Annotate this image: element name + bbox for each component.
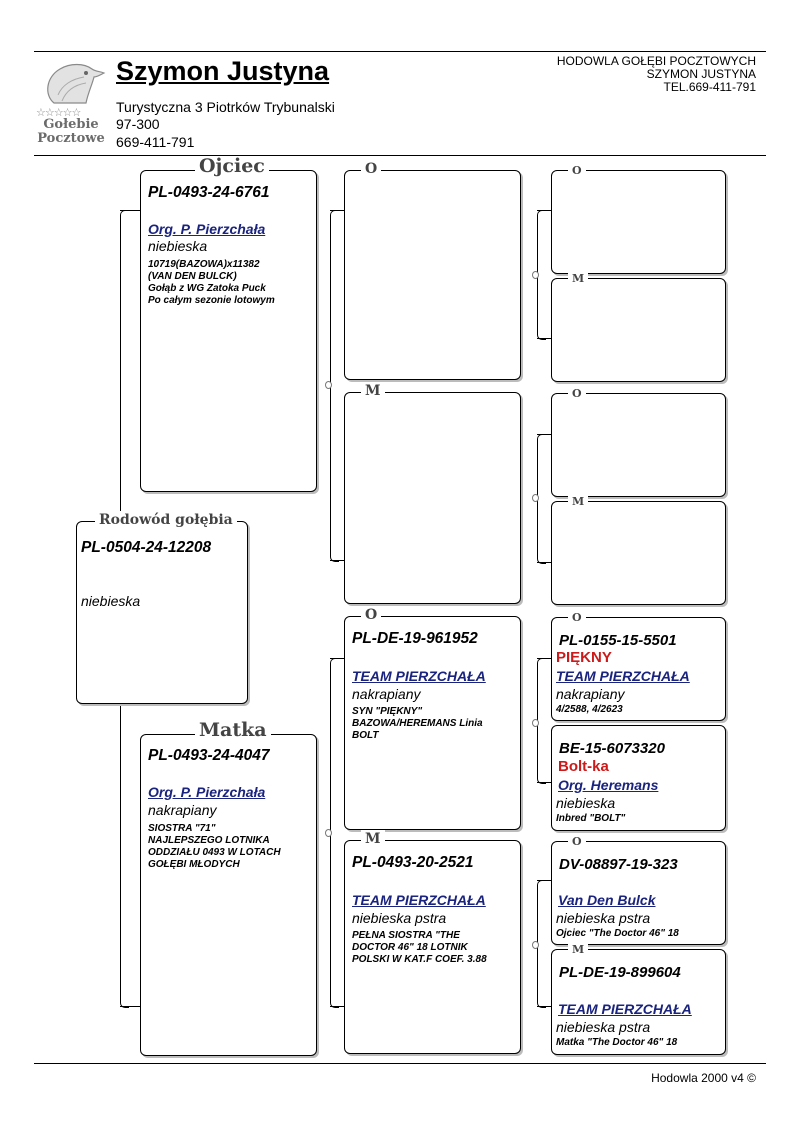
father-color: niebieska (148, 238, 208, 254)
maternal-grandmother-title: M (361, 830, 385, 848)
fmm-card: M (551, 493, 726, 605)
connector-node (325, 381, 332, 389)
maternal-grandmother-notes: PEŁNA SIOSTRA "THE DOCTOR 46" 18 LOTNIK … (352, 930, 487, 965)
mmm-card: M PL-DE-19-899604 TEAM PIERZCHAŁA niebie… (551, 941, 726, 1055)
maternal-grandfather-owner-link[interactable]: TEAM PIERZCHAŁA (352, 668, 486, 684)
address-postcode: 97-300 (116, 116, 160, 132)
subject-card: Rodowód gołębia PL-0504-24-12208 niebies… (76, 511, 248, 704)
ffm-title: M (568, 270, 589, 288)
breeder-title: HODOWLA GOŁĘBI POCZTOWYCH (556, 54, 756, 68)
mmf-title: O (568, 833, 586, 851)
owner-name: Szymon Justyna (116, 56, 330, 86)
mff-nickname: PIĘKNY (556, 649, 612, 666)
mff-title: O (568, 609, 586, 627)
father-notes: 10719(BAZOWA)x11382 (VAN DEN BULCK) Gołą… (148, 259, 275, 306)
mff-card: O PL-0155-15-5501 PIĘKNY TEAM PIERZCHAŁA… (551, 609, 726, 721)
mmm-ring: PL-DE-19-899604 (559, 964, 681, 981)
father-title: Ojciec (195, 157, 269, 176)
paternal-grandmother-title: M (361, 382, 385, 400)
mother-color: nakrapiany (148, 802, 217, 818)
mff-notes: 4/2588, 4/2623 (556, 704, 623, 715)
maternal-grandfather-card: O PL-DE-19-961952 TEAM PIERZCHAŁA nakrap… (344, 606, 521, 830)
paternal-grandfather-title: O (361, 160, 382, 178)
subject-title: Rodowód gołębia (95, 511, 237, 529)
mmf-owner-link[interactable]: Van Den Bulck (558, 892, 656, 908)
maternal-grandmother-owner-link[interactable]: TEAM PIERZCHAŁA (352, 892, 486, 908)
footer-rule (34, 1063, 766, 1064)
mmm-title: M (568, 941, 589, 959)
header-bottom-rule (34, 155, 766, 156)
paternal-grandfather-card: O (344, 160, 521, 380)
address-phone: 669-411-791 (116, 134, 195, 150)
fmf-card: O (551, 385, 726, 497)
father-card: Ojciec PL-0493-24-6761 Org. P. Pierzchał… (140, 157, 317, 492)
mmf-color: niebieska pstra (556, 910, 651, 926)
mff-color: nakrapiany (556, 686, 625, 702)
footer-text: Hodowla 2000 v4 © (651, 1071, 756, 1085)
address-street: Turystyczna 3 Piotrków Trybunalski (116, 99, 335, 115)
mfm-nickname: Bolt-ka (558, 758, 609, 775)
connector-node (325, 829, 332, 837)
ffm-card: M (551, 270, 726, 382)
mother-owner-link[interactable]: Org. P. Pierzchała (148, 784, 266, 800)
mother-ring: PL-0493-24-4047 (148, 747, 270, 764)
mmm-color: niebieska pstra (556, 1019, 651, 1035)
breeder-phone: TEL.669-411-791 (663, 80, 756, 94)
logo-stars: ☆☆☆☆☆ (36, 107, 81, 119)
fff-title: O (568, 162, 586, 180)
mmf-notes: Ojciec "The Doctor 46" 18 (556, 928, 679, 939)
breeder-name: SZYMON JUSTYNA (646, 67, 756, 81)
fmf-title: O (568, 385, 586, 403)
breeder-info: HODOWLA GOŁĘBI POCZTOWYCH SZYMON JUSTYNA… (496, 55, 756, 94)
mother-title: Matka (195, 721, 271, 740)
mmf-ring: DV-08897-19-323 (559, 856, 678, 873)
mmm-owner-link[interactable]: TEAM PIERZCHAŁA (558, 1001, 692, 1017)
subject-ring: PL-0504-24-12208 (81, 539, 212, 556)
mfm-notes: Inbred "BOLT" (556, 813, 626, 824)
paternal-grandmother-card: M (344, 382, 521, 604)
pigeon-head-icon (47, 63, 106, 104)
mff-owner-link[interactable]: TEAM PIERZCHAŁA (556, 668, 690, 684)
maternal-grandfather-color: nakrapiany (352, 686, 421, 702)
subject-color: niebieska (81, 593, 141, 609)
maternal-grandfather-notes: SYN "PIĘKNY" BAZOWA/HEREMANS Linia BOLT (352, 706, 483, 741)
mfm-card: BE-15-6073320 Bolt-ka Org. Heremans nieb… (551, 725, 726, 831)
fmm-title: M (568, 493, 589, 511)
mother-notes: SIOSTRA "71" NAJLEPSZEGO LOTNIKA ODDZIAŁ… (148, 823, 281, 870)
maternal-grandmother-ring: PL-0493-20-2521 (352, 854, 474, 871)
maternal-grandmother-color: niebieska pstra (352, 910, 447, 926)
logo-word-1: Gołebie (43, 117, 99, 132)
mfm-color: niebieska (556, 795, 616, 811)
father-owner-link[interactable]: Org. P. Pierzchała (148, 221, 266, 237)
mfm-owner-link[interactable]: Org. Heremans (558, 777, 659, 793)
mother-card: Matka PL-0493-24-4047 Org. P. Pierzchała… (140, 721, 317, 1056)
maternal-grandfather-ring: PL-DE-19-961952 (352, 630, 478, 647)
logo: ☆☆☆☆☆ Gołebie Pocztowe (34, 55, 108, 147)
logo-word-2: Pocztowe (37, 131, 105, 146)
mmm-notes: Matka "The Doctor 46" 18 (556, 1037, 678, 1048)
father-ring: PL-0493-24-6761 (148, 184, 270, 201)
fff-card: O (551, 162, 726, 274)
header-top-rule (34, 51, 766, 52)
maternal-grandmother-card: M PL-0493-20-2521 TEAM PIERZCHAŁA niebie… (344, 830, 521, 1054)
mmf-card: O DV-08897-19-323 Van Den Bulck niebiesk… (551, 833, 726, 945)
mfm-ring: BE-15-6073320 (559, 740, 665, 757)
mff-ring: PL-0155-15-5501 (559, 632, 677, 649)
maternal-grandfather-title: O (361, 606, 382, 624)
